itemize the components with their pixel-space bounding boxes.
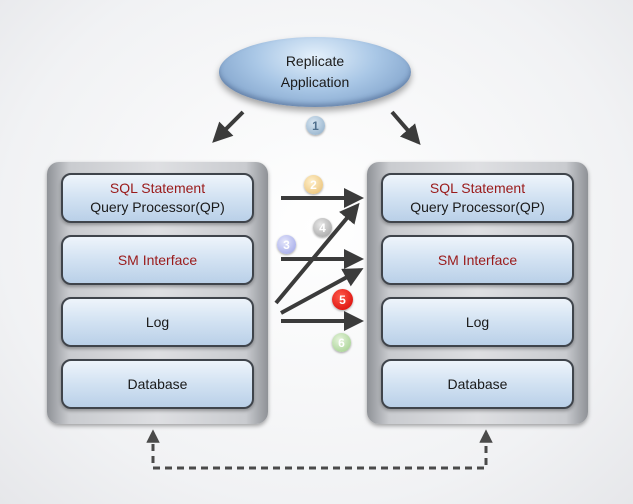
step-2-badge: 2 xyxy=(304,175,323,194)
arrow-app-to-right xyxy=(390,110,421,146)
left-query-processor-label: Query Processor(QP) xyxy=(90,199,225,215)
right-server-panel: SQL Statement Query Processor(QP) SM Int… xyxy=(367,162,588,424)
arrow-log-to-sm xyxy=(280,268,364,315)
right-log-layer: Log xyxy=(381,297,574,347)
step-5-badge: 5 xyxy=(332,289,353,310)
left-log-layer: Log xyxy=(61,297,254,347)
arrow-log-to-qp xyxy=(274,202,360,305)
left-sm-interface-layer: SM Interface xyxy=(61,235,254,285)
left-sm-interface-label: SM Interface xyxy=(117,251,198,268)
arrow-app-to-left xyxy=(212,110,245,143)
left-log-label: Log xyxy=(145,313,170,330)
replicate-application-label: Replicate Application xyxy=(280,53,350,90)
step-3-badge: 3 xyxy=(277,235,296,254)
left-database-layer: Database xyxy=(61,359,254,409)
right-query-processor-label: Query Processor(QP) xyxy=(410,199,545,215)
replicate-application-node: Replicate Application xyxy=(219,37,411,107)
left-query-processor-layer: SQL Statement Query Processor(QP) xyxy=(61,173,254,223)
right-database-label: Database xyxy=(447,375,508,392)
left-sql-statement-label: SQL Statement xyxy=(109,180,206,196)
step-6-badge: 6 xyxy=(332,333,351,352)
right-query-processor-layer: SQL Statement Query Processor(QP) xyxy=(381,173,574,223)
step-4-badge: 4 xyxy=(313,218,332,237)
right-sql-statement-label: SQL Statement xyxy=(429,180,526,196)
dashed-database-link xyxy=(146,429,493,470)
right-sm-interface-label: SM Interface xyxy=(437,251,518,268)
right-log-label: Log xyxy=(465,313,490,330)
left-server-panel: SQL Statement Query Processor(QP) SM Int… xyxy=(47,162,268,424)
left-database-label: Database xyxy=(127,375,188,392)
right-sm-interface-layer: SM Interface xyxy=(381,235,574,285)
right-database-layer: Database xyxy=(381,359,574,409)
step-1-badge: 1 xyxy=(306,116,325,135)
